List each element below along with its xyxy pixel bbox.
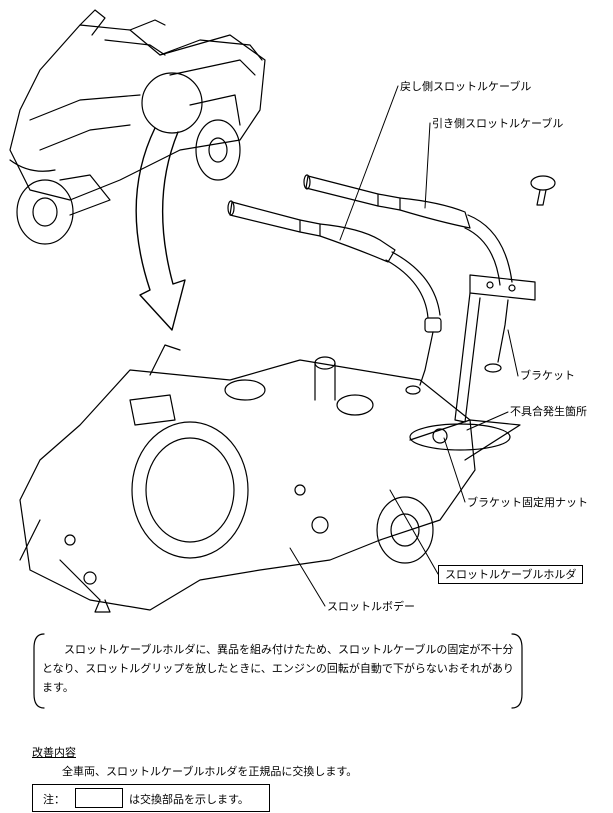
legend-note: 注： は交換部品を示します。 [32,784,270,812]
scooter-drawing [9,9,266,245]
throttle-body-drawing [19,344,521,613]
pull-cable-drawing [303,174,513,373]
note-prefix: 注： [43,793,65,806]
label-bracket-nut: ブラケット固定用ナット [467,496,588,509]
note-text: は交換部品を示します。 [129,793,249,806]
zoom-arrow [135,127,186,331]
highlight-circle [141,72,203,134]
label-bracket: ブラケット [520,369,575,382]
defect-description: スロットルケーブルホルダに、異品を組み付けたため、スロットルケーブルの固定が不十… [42,640,522,697]
label-defect-location: 不具合発生箇所 [510,405,587,418]
label-return-cable: 戻し側スロットルケーブル [400,80,532,93]
label-cable-holder: スロットルケーブルホルダ [438,565,584,584]
improvement-title: 改善内容 [32,746,76,759]
bracket-drawing [454,274,536,423]
return-cable-drawing [227,200,442,395]
label-throttle-body: スロットルボデー [327,600,415,613]
description-frame [33,633,523,709]
improvement-body: 全車両、スロットルケーブルホルダを正規品に交換します。 [62,765,358,778]
replacement-part-swatch [75,788,123,808]
leader-lines [289,85,519,607]
bolt-drawing [530,175,556,206]
description-text: スロットルケーブルホルダに、異品を組み付けたため、スロットルケーブルの固定が不十… [42,643,514,694]
label-pull-cable: 引き側スロットルケーブル [432,117,564,130]
